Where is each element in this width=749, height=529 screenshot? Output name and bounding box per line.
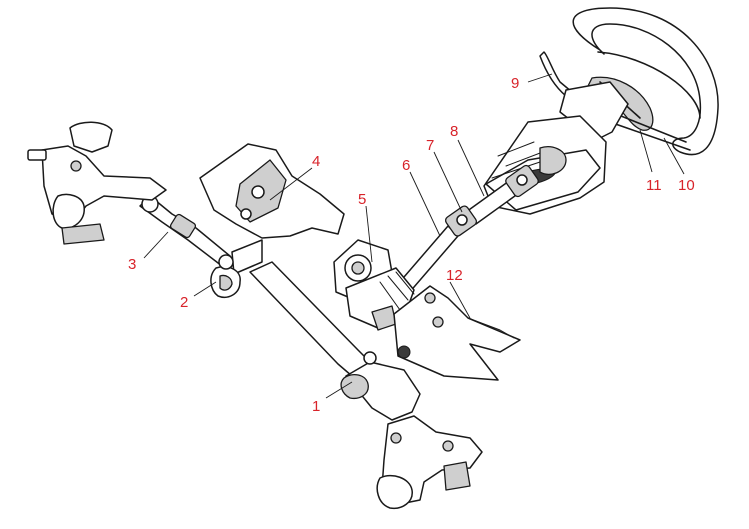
callout-9: 9 — [511, 75, 519, 92]
callout-4: 4 — [312, 153, 320, 170]
callout-6: 6 — [402, 157, 410, 174]
callout-11: 11 — [646, 177, 662, 194]
callout-5: 5 — [358, 191, 366, 208]
universal-joint-upper — [505, 164, 539, 198]
intermediate-shaft — [397, 164, 539, 295]
callouts: 1 2 3 4 5 6 7 8 9 10 11 12 — [128, 75, 695, 415]
callout-8: 8 — [450, 123, 458, 140]
callout-12: 12 — [446, 267, 463, 284]
gear-mounting-bracket — [393, 285, 521, 381]
callout-1: 1 — [312, 398, 320, 415]
universal-joint-lower — [444, 205, 478, 237]
left-steering-knuckle — [27, 121, 167, 245]
right-steering-knuckle — [345, 361, 483, 510]
callout-7: 7 — [426, 137, 434, 154]
callout-3: 3 — [128, 256, 136, 273]
pendulum-arm-bracket — [199, 143, 345, 239]
leader-lines — [143, 73, 685, 399]
relay-rod — [210, 239, 371, 377]
left-tie-rod — [139, 195, 234, 270]
callout-2: 2 — [180, 294, 188, 311]
callout-10: 10 — [678, 177, 695, 194]
